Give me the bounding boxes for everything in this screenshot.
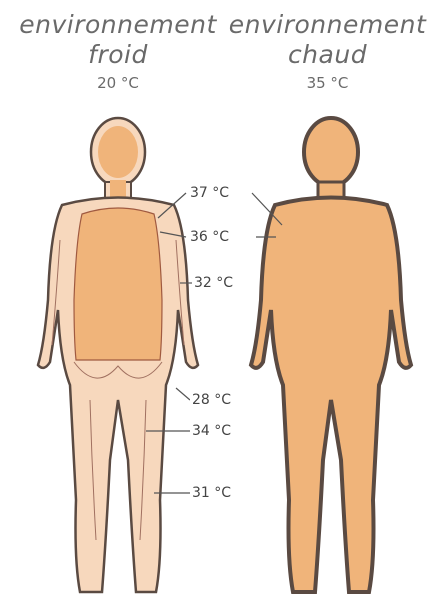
isotherm-label-31: 31 °C	[190, 485, 233, 501]
cold-head-core	[98, 126, 138, 178]
isotherm-label-34: 34 °C	[190, 423, 233, 439]
hot-body-shell	[251, 198, 411, 593]
isotherm-label-37: 37 °C	[188, 185, 231, 201]
isotherm-label-28: 28 °C	[190, 392, 233, 408]
isotherm-label-36: 36 °C	[188, 229, 231, 245]
cold-body-figure	[38, 118, 198, 592]
hot-body-figure	[251, 118, 411, 592]
cold-body-core	[74, 208, 162, 360]
leader-28	[176, 388, 190, 400]
isotherm-label-32: 32 °C	[192, 275, 235, 291]
hot-head	[304, 118, 358, 186]
